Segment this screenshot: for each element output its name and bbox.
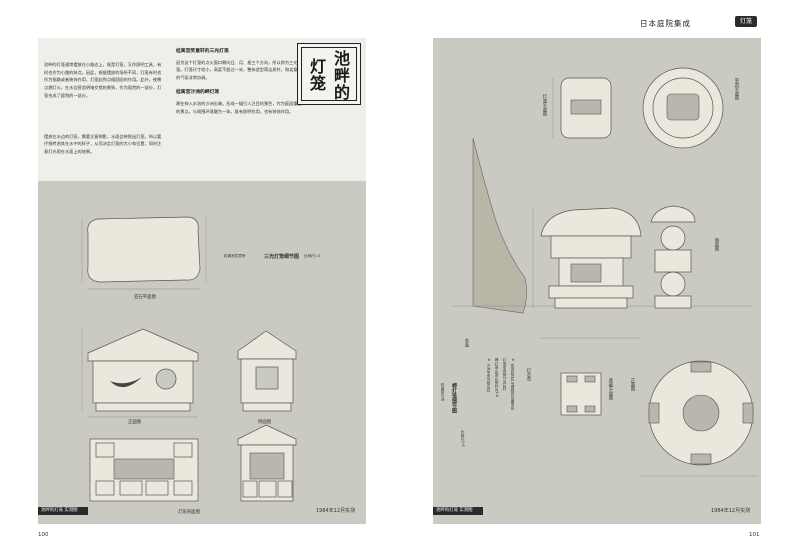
label-front-view: 正面图 — [128, 420, 142, 425]
caption-prefix: 桂离宫笑意轩 — [224, 254, 246, 258]
left-page: 池畔的灯笼通常摆放在小路边上，既是灯笼，又作照明工具，有时也作为小路的装点。因此… — [38, 38, 366, 524]
label-plan-view: 笠石平面图 — [134, 295, 156, 300]
intro-paragraph-1: 池畔的灯笼通常摆放在小路边上，既是灯笼，又作照明工具，有时也作为小路的装点。因此… — [44, 62, 162, 98]
front-view-drawing — [81, 328, 199, 418]
note-3: 灯笼本体部分为石材 — [503, 358, 507, 391]
left-drawing-area: 笠石平面图 正面图 侧面图 灯笼剖面图 桂离宫笑意轩 三光灯笼细节图 比例尺1:… — [38, 181, 366, 524]
plan-view-drawing — [81, 216, 207, 290]
label-base-plan: 基础平面图 — [608, 378, 613, 400]
label-front-elev: 正面图 — [630, 378, 635, 392]
cap-plan-drawing — [642, 67, 724, 149]
label-top-plan: 灯笼平面图 — [542, 94, 547, 116]
base-square-drawing — [560, 372, 602, 416]
base-plan-drawing — [641, 360, 757, 477]
left-footer-bar — [38, 507, 88, 515]
intro-paragraph-2: 摆放在水边的灯笼，需要注意倒影，水面会映照出灯笼，所以要仔细考虑其在水中的样子，… — [44, 133, 162, 154]
vertical-title-box: 池 畔 的 灯 笼 — [297, 43, 361, 105]
right-footer-label: 池畔的灯笼 实测图 — [436, 508, 473, 513]
caption-prefix-right: 桂离宫沙洲 — [441, 383, 445, 401]
label-side-elev: 侧面图 — [714, 238, 719, 252]
note-2: 岬灯笼 实测比例约为1:6 — [495, 358, 499, 398]
section-view-left-drawing — [89, 438, 199, 502]
section-body-sanko: 因为这个灯笼的点火窗口朝向日、月、星三个方向，所以称为三光灯笼。灯笼尺寸较小，高… — [176, 59, 302, 80]
caption-main: 三光灯笼细节图 — [264, 254, 300, 260]
side-view-drawing — [237, 330, 297, 412]
page-title-col-1: 池 畔 的 — [333, 49, 350, 102]
left-footer-label: 池畔的灯笼 实测图 — [41, 508, 78, 513]
right-footer-bar — [433, 507, 483, 515]
label-shore: 水面 — [464, 338, 469, 347]
top-elevation-drawing — [552, 77, 612, 139]
section-column: 桂离宫笑意轩的三光灯笼 因为这个灯笼的点火窗口朝向日、月、星三个方向，所以称为三… — [176, 48, 304, 123]
running-header-tag: 灯笼 — [735, 16, 757, 27]
sanko-lantern-drawings — [81, 216, 297, 502]
caption-scale: 比例尺1:5 — [304, 254, 321, 258]
caption-scale-right: 比例尺1:6 — [461, 430, 465, 447]
side-lantern-drawing — [650, 205, 696, 309]
section-view-right-drawing — [237, 424, 297, 502]
intro-text: 池畔的灯笼通常摆放在小路边上，既是灯笼，又作照明工具，有时也作为小路的装点。因此… — [44, 46, 164, 171]
section-heading-sanko: 桂离宫笑意轩的三光灯笼 — [176, 49, 229, 54]
section-heading-misaki: 桂离宫沙洲的岬灯笼 — [176, 90, 220, 96]
note-4: ※ 实测时笠石与基础的位置关系 — [511, 358, 515, 410]
label-side-view: 侧面图 — [258, 420, 272, 425]
right-page: 灯笼平面图 笠石平面图 侧面图 灯芯石 水面 基础平面图 正面图 桂离宫沙洲 岬… — [433, 38, 761, 524]
label-cap-plan: 笠石平面图 — [734, 78, 739, 100]
running-header-title: 日本庭院集成 — [640, 19, 691, 28]
caption-main-right: 岬灯笼细节图 — [451, 383, 457, 413]
misaki-lantern-drawings — [453, 67, 757, 477]
label-stone: 灯芯石 — [526, 368, 531, 382]
right-footer-date: 1984年12月实测 — [711, 508, 751, 514]
section-body-misaki: 建在伸入水池的沙洲尖端，形成一幅引人注目的景色，作为庭园重要的景点。与周围环境融… — [176, 100, 302, 114]
label-section-view: 灯笼剖面图 — [178, 510, 200, 515]
page-title-col-2: 灯 笼 — [309, 57, 326, 93]
main-lantern-drawing — [532, 207, 642, 339]
note-1: ※ 沙洲中央为假山石 — [487, 358, 491, 392]
left-footer-date: 1984年12月实测 — [316, 508, 356, 514]
right-page-number: 101 — [749, 532, 760, 538]
left-page-number: 100 — [38, 532, 49, 538]
